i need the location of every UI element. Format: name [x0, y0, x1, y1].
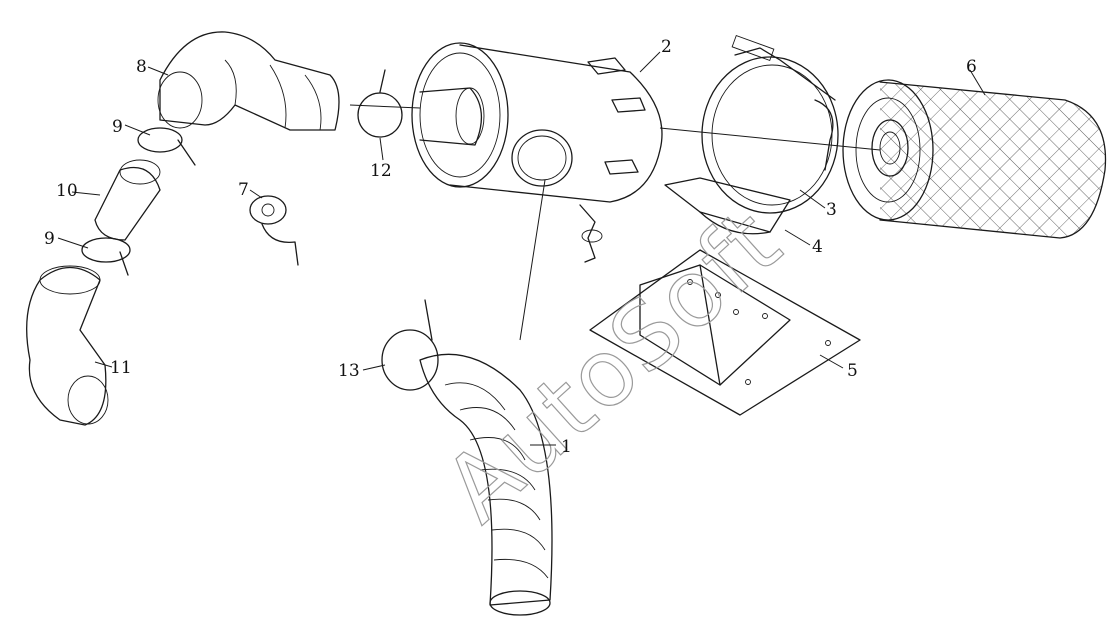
straight-tube-part-10	[94, 159, 161, 241]
mounting-strap-part-3	[701, 34, 839, 214]
alignment-lines	[349, 104, 881, 341]
callout-12: 12	[370, 161, 392, 181]
callout-4: 4	[812, 237, 823, 257]
callout-5: 5	[847, 361, 858, 381]
hose-clamp-part-9-upper	[137, 127, 196, 166]
clamp-part-13	[381, 299, 439, 391]
callout-13: 13	[338, 361, 360, 381]
restriction-sensor-part-7	[249, 195, 299, 266]
callout-7: 7	[238, 180, 249, 200]
lower-elbow-part-11	[26, 265, 109, 426]
watermark-text: AutoSoft	[425, 188, 802, 543]
callout-11: 11	[110, 358, 132, 378]
filter-element-part-6	[842, 79, 1107, 239]
hose-clamp-part-9-lower	[81, 237, 131, 276]
callout-9-lower: 9	[44, 229, 55, 249]
callout-10: 10	[56, 181, 78, 201]
corrugated-intake-hose-part-1	[419, 353, 553, 616]
clamp-ring-part-12	[357, 69, 403, 138]
callout-9-upper: 9	[112, 117, 123, 137]
callout-leaders	[57, 51, 986, 446]
base-plate-part-5	[589, 249, 861, 416]
callout-6: 6	[966, 57, 977, 77]
callout-3: 3	[826, 200, 837, 220]
callout-2: 2	[661, 37, 672, 57]
elbow-hose-part-8	[157, 31, 340, 131]
callout-8: 8	[136, 57, 147, 77]
air-cleaner-housing-part-2	[411, 42, 663, 263]
bracket-part-4	[664, 177, 791, 235]
callout-1: 1	[561, 437, 572, 457]
